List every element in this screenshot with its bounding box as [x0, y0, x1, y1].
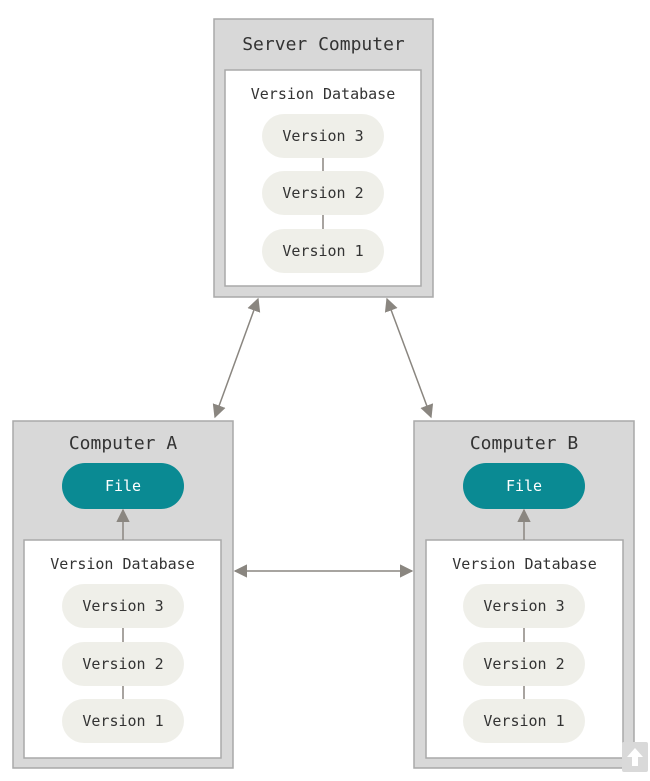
server-version-database-title: Version Database — [250, 85, 396, 103]
server-version-2: Version 2 — [262, 171, 384, 215]
scroll-to-top-button[interactable] — [622, 742, 648, 772]
computer-b-version-2: Version 2 — [463, 642, 585, 686]
computer-a-version-3: Version 3 — [62, 584, 184, 628]
computer-a-version-1: Version 1 — [62, 699, 184, 743]
server-version-1: Version 1 — [262, 229, 384, 273]
computer-b-file: File — [463, 463, 585, 509]
server-to-computer-a-arrow — [212, 297, 261, 419]
computer-a-title: Computer A — [68, 433, 178, 454]
computer-a-file: File — [62, 463, 184, 509]
computer-b-version-1: Version 1 — [463, 699, 585, 743]
computer-b-version-database-title: Version Database — [452, 555, 597, 573]
computer-b-version-3: Version 3 — [463, 584, 585, 628]
computer-a-version-2: Version 2 — [62, 642, 184, 686]
computer-b-title: Computer B — [469, 433, 579, 454]
computer-a-version-database-title: Version Database — [50, 555, 195, 573]
server-computer-title: Server Computer — [242, 34, 405, 55]
server-version-3: Version 3 — [262, 114, 384, 158]
server-to-computer-b-arrow — [384, 297, 434, 419]
arrow-up-icon — [627, 748, 643, 766]
